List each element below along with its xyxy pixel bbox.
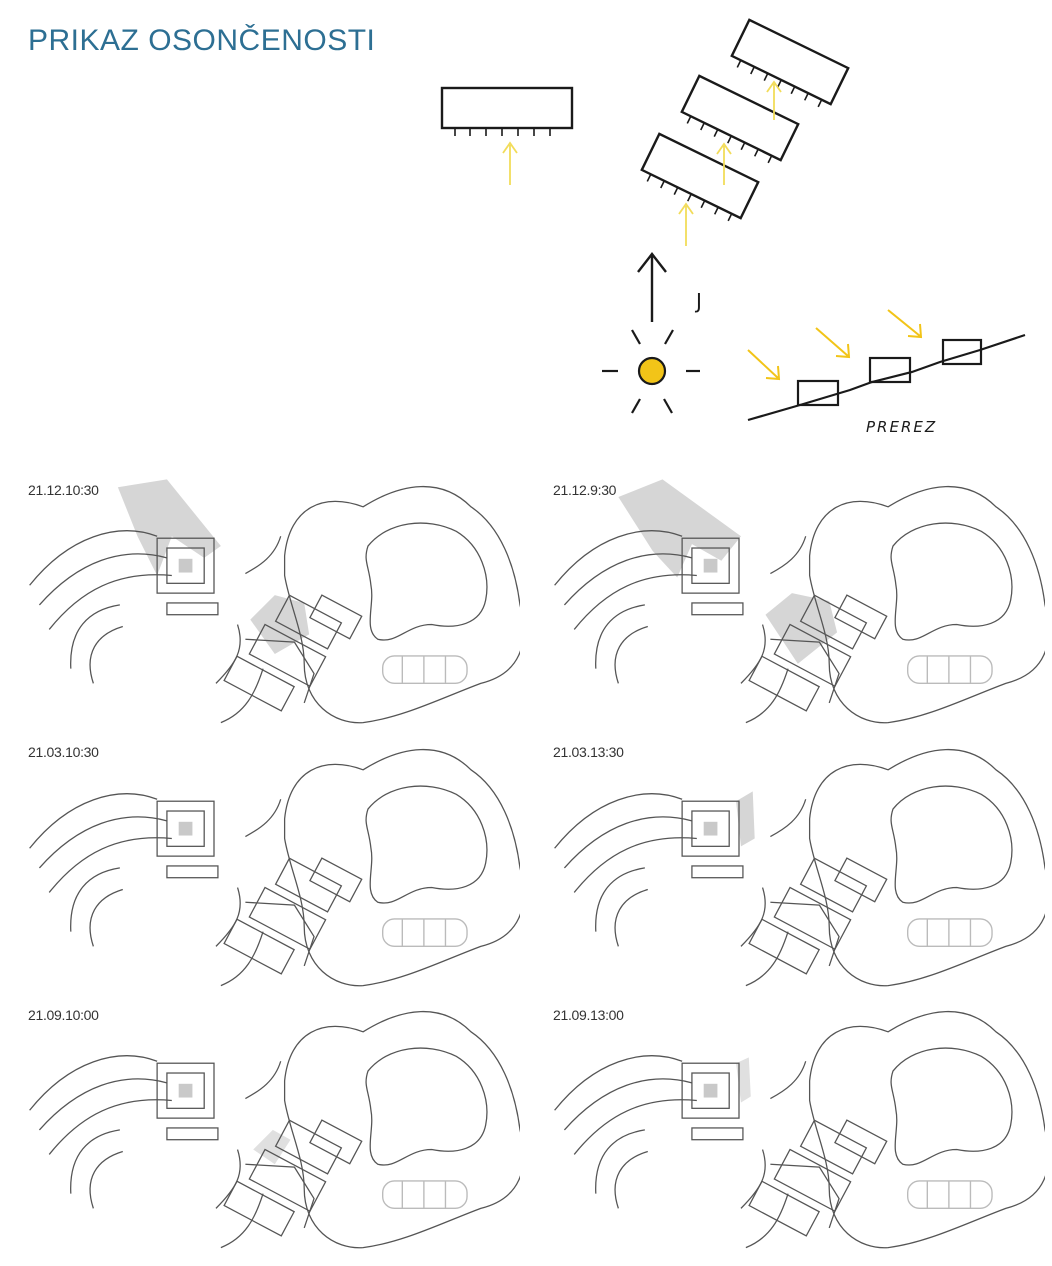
plan-date-label: 21.09.13:00 <box>553 1007 624 1023</box>
page-title: PRIKAZ OSONČENOSTI <box>28 24 376 57</box>
building-sketch-row <box>640 18 850 222</box>
plan-date-label: 21.03.10:30 <box>28 744 99 760</box>
plan-date-label: 21.03.13:30 <box>553 744 624 760</box>
plan-date-label: 21.12.9:30 <box>553 482 617 498</box>
site-plan-shadow <box>28 748 520 987</box>
sun-icon <box>602 329 700 414</box>
site-plan-shadow <box>28 1010 520 1249</box>
sun-orientation-sketch: J PREREZ <box>440 18 1026 436</box>
site-plan-shadow <box>553 479 1045 724</box>
sun-ray-arrow <box>678 80 782 246</box>
site-plan-shadow <box>553 748 1045 987</box>
sun-ray-arrow <box>502 141 518 185</box>
plan-date-label: 21.12.10:30 <box>28 482 99 498</box>
north-arrow <box>637 252 667 322</box>
site-plan-shadow <box>553 1010 1045 1249</box>
section-label: PREREZ <box>866 418 937 436</box>
north-label: J <box>694 289 702 313</box>
plan-date-label: 21.09.10:00 <box>28 1007 99 1023</box>
site-plan-shadow <box>28 479 520 724</box>
section-sketch <box>747 333 1026 422</box>
building-sketch-single <box>440 86 574 136</box>
sun-ray-arrow <box>747 309 923 381</box>
